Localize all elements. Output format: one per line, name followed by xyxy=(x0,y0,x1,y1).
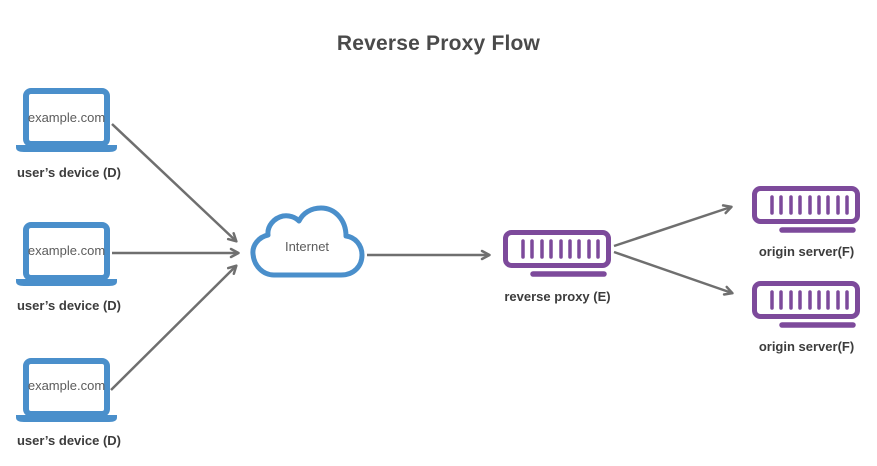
device2-label: user’s device (D) xyxy=(16,298,122,313)
server-ticks xyxy=(770,195,849,215)
device2-screen-url: example.com xyxy=(27,243,106,258)
server-body xyxy=(752,281,860,319)
diagram-title: Reverse Proxy Flow xyxy=(336,32,541,55)
origin-server2-label: origin server(F) xyxy=(758,339,855,354)
origin-server1-label: origin server(F) xyxy=(758,244,855,259)
device3-screen-url: example.com xyxy=(27,378,106,393)
server-body xyxy=(752,186,860,224)
laptop-screen xyxy=(23,88,110,147)
internet-label: Internet xyxy=(284,239,330,254)
cloud-outline xyxy=(250,205,365,278)
server-icon xyxy=(503,230,611,277)
laptop-screen xyxy=(23,358,110,417)
server-icon xyxy=(752,186,860,233)
laptop-icon xyxy=(16,222,117,286)
laptop-icon xyxy=(16,88,117,152)
server-icon xyxy=(752,281,860,328)
flow-arrows xyxy=(110,123,734,391)
server-ticks xyxy=(521,239,600,259)
arrow-device1-internet xyxy=(111,123,238,243)
device3-label: user’s device (D) xyxy=(16,433,122,448)
reverse-proxy-label: reverse proxy (E) xyxy=(504,289,611,304)
arrow-proxy-origin2 xyxy=(613,250,734,296)
arrow-proxy-origin1 xyxy=(613,204,733,248)
laptop-screen xyxy=(23,222,110,281)
laptop-base xyxy=(16,279,117,286)
laptop-icon xyxy=(16,358,117,422)
laptop-base xyxy=(16,415,117,422)
server-ticks xyxy=(770,290,849,310)
device1-label: user’s device (D) xyxy=(16,165,122,180)
laptop-base xyxy=(16,145,117,152)
server-body xyxy=(503,230,611,268)
cloud-icon xyxy=(250,205,365,278)
device1-screen-url: example.com xyxy=(27,110,106,125)
arrow-device3-internet xyxy=(110,264,238,391)
